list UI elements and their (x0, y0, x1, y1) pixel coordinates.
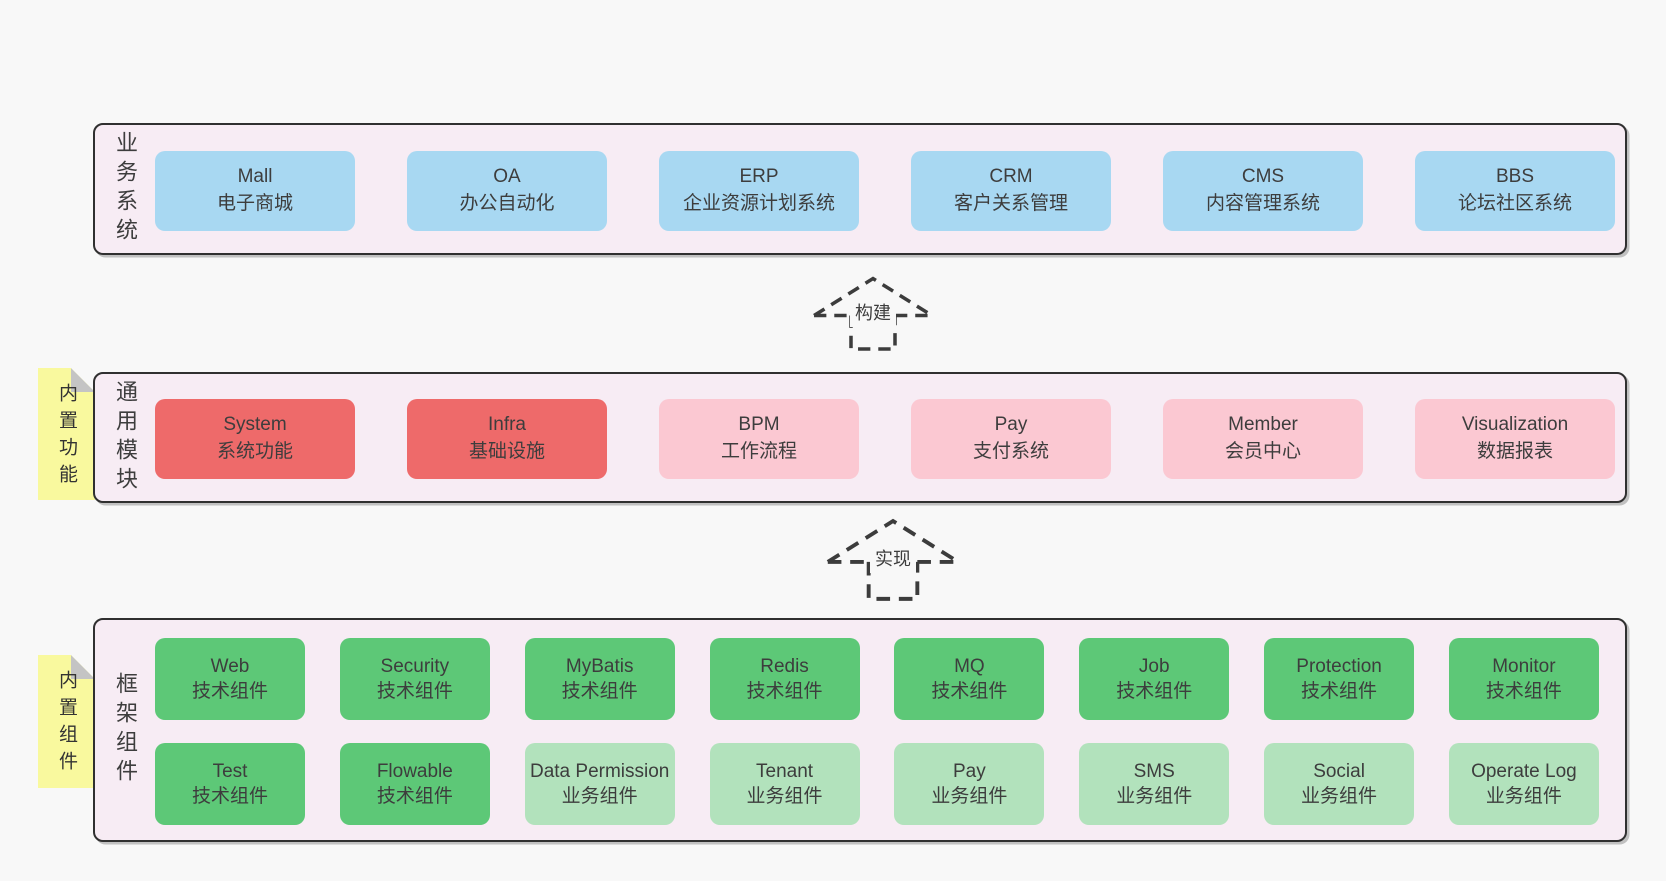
box-oa: OA 办公自动化 (407, 151, 607, 231)
band-framework-components: 框架组件 Web 技术组件 Security 技术组件 MyBatis 技术组件… (93, 618, 1627, 842)
box-infra: Infra 基础设施 (407, 399, 607, 479)
business-systems-row: Mall 电子商城 OA 办公自动化 ERP 企业资源计划系统 CRM 客户关系… (155, 151, 1615, 231)
box-data-permission: Data Permission 业务组件 (524, 743, 675, 825)
sticky-builtin-features-label: 内置功能 (56, 382, 77, 491)
box-operate-log: Operate Log 业务组件 (1448, 743, 1599, 825)
box-sms: SMS 业务组件 (1079, 743, 1230, 825)
box-web: Web 技术组件 (155, 638, 305, 720)
dashed-up-arrow-icon (826, 518, 960, 601)
box-job: Job 技术组件 (1079, 638, 1230, 720)
band-label-framework-components: 框架组件 (113, 672, 138, 788)
box-pay: Pay 支付系统 (911, 399, 1111, 479)
box-visualization: Visualization 数据报表 (1415, 399, 1615, 479)
box-flowable: Flowable 技术组件 (339, 743, 490, 825)
box-monitor: Monitor 技术组件 (1448, 638, 1599, 720)
sticky-note-builtin-components: 内置组件 (38, 655, 95, 788)
framework-components-row-1: Web 技术组件 Security 技术组件 MyBatis 技术组件 Redi… (155, 638, 1599, 720)
arrow-implement-label: 实现 (870, 543, 916, 573)
box-protection: Protection 技术组件 (1264, 638, 1415, 720)
box-mq: MQ 技术组件 (894, 638, 1045, 720)
box-mybatis: MyBatis 技术组件 (524, 638, 675, 720)
box-redis: Redis 技术组件 (709, 638, 860, 720)
box-security: Security 技术组件 (339, 638, 490, 720)
box-erp: ERP 企业资源计划系统 (659, 151, 859, 231)
box-bpm: BPM 工作流程 (659, 399, 859, 479)
dashed-up-arrow-icon (813, 276, 933, 351)
box-pay-biz: Pay 业务组件 (894, 743, 1045, 825)
common-modules-row: System 系统功能 Infra 基础设施 BPM 工作流程 Pay 支付系统… (155, 399, 1615, 479)
sticky-builtin-components-label: 内置组件 (56, 670, 77, 779)
arrow-build-label: 构建 (850, 297, 896, 327)
box-system: System 系统功能 (155, 399, 355, 479)
box-bbs: BBS 论坛社区系统 (1415, 151, 1615, 231)
box-member: Member 会员中心 (1163, 399, 1363, 479)
framework-components-row-2: Test 技术组件 Flowable 技术组件 Data Permission … (155, 743, 1599, 825)
band-common-modules: 通用模块 System 系统功能 Infra 基础设施 BPM 工作流程 Pay… (93, 372, 1627, 503)
box-crm: CRM 客户关系管理 (911, 151, 1111, 231)
band-label-business-systems: 业务系统 (113, 131, 138, 247)
box-test: Test 技术组件 (155, 743, 305, 825)
band-label-common-modules: 通用模块 (113, 379, 138, 496)
arrow-implement: 实现 (820, 512, 966, 604)
arrow-build: 构建 (807, 266, 939, 358)
band-business-systems: 业务系统 Mall 电子商城 OA 办公自动化 ERP 企业资源计划系统 CRM… (93, 123, 1627, 255)
box-mall: Mall 电子商城 (155, 151, 355, 231)
box-social: Social 业务组件 (1264, 743, 1415, 825)
box-tenant: Tenant 业务组件 (709, 743, 860, 825)
sticky-note-builtin-features: 内置功能 (38, 368, 95, 500)
box-cms: CMS 内容管理系统 (1163, 151, 1363, 231)
